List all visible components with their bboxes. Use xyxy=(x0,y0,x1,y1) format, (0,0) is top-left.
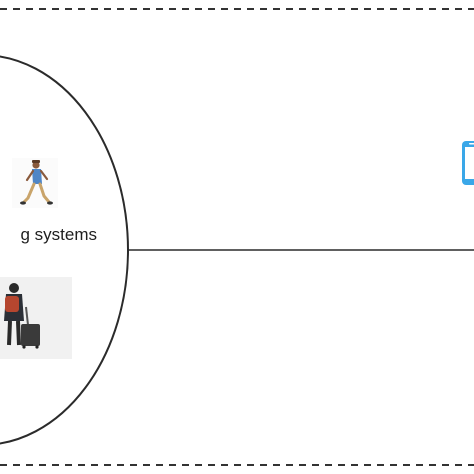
traveler-with-luggage-icon xyxy=(0,277,72,359)
mobile-device-icon xyxy=(462,141,474,185)
walking-person-icon xyxy=(12,158,58,208)
group-ellipse xyxy=(0,55,129,445)
left-group-label: g systems xyxy=(20,225,97,244)
